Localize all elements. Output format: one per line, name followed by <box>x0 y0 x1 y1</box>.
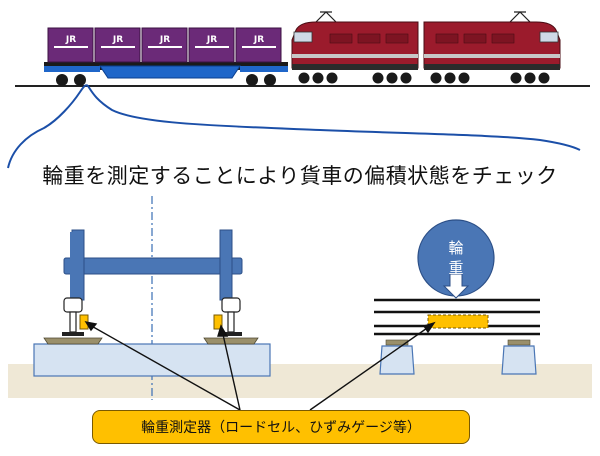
wheelset <box>63 229 243 301</box>
container-wagon <box>44 62 288 86</box>
locomotive-unit-2 <box>423 21 561 70</box>
load-arrow <box>442 273 470 299</box>
right-rail <box>203 297 259 345</box>
container-3: JR <box>141 27 188 63</box>
sensor-strip <box>427 314 489 329</box>
wagon-blue-frame <box>99 65 241 79</box>
wagon-wheels <box>56 74 276 86</box>
wheel-load-text-2: 重 <box>448 259 464 277</box>
sensor-right <box>213 314 223 330</box>
pantograph <box>315 11 531 23</box>
wheel-load-text-1: 輪 <box>448 239 464 257</box>
locomotive-wheels <box>298 72 550 84</box>
sensor-label-text: 輪重測定器（ロードセル、ひずみゲージ等） <box>141 420 421 436</box>
container-mark: JR <box>65 35 76 45</box>
side-view <box>374 219 540 375</box>
sleeper-left <box>379 345 415 375</box>
container-mark: JR <box>206 35 217 45</box>
container-2: JR <box>94 27 141 63</box>
pointer-lines <box>84 320 436 411</box>
axle <box>63 257 243 275</box>
freight-train: JR JR JR JR JR <box>15 11 590 87</box>
locomotive-unit-1 <box>291 21 419 70</box>
sleeper-right <box>501 345 537 375</box>
locomotive <box>291 11 561 84</box>
wheel-load-curve <box>7 84 581 169</box>
sensor-label-box: 輪重測定器（ロードセル、ひずみゲージ等） <box>92 410 470 444</box>
container-4: JR <box>188 27 235 63</box>
headline: 輪重を測定することにより貨車の偏積状態をチェック <box>42 164 558 188</box>
container-mark: JR <box>253 35 264 45</box>
container-mark: JR <box>159 35 170 45</box>
container-1: JR <box>47 27 94 63</box>
container-5: JR <box>235 27 282 63</box>
container-mark: JR <box>112 35 123 45</box>
left-rail <box>43 297 103 345</box>
right-wheel <box>219 229 233 301</box>
containers: JR JR JR JR JR <box>47 27 282 63</box>
